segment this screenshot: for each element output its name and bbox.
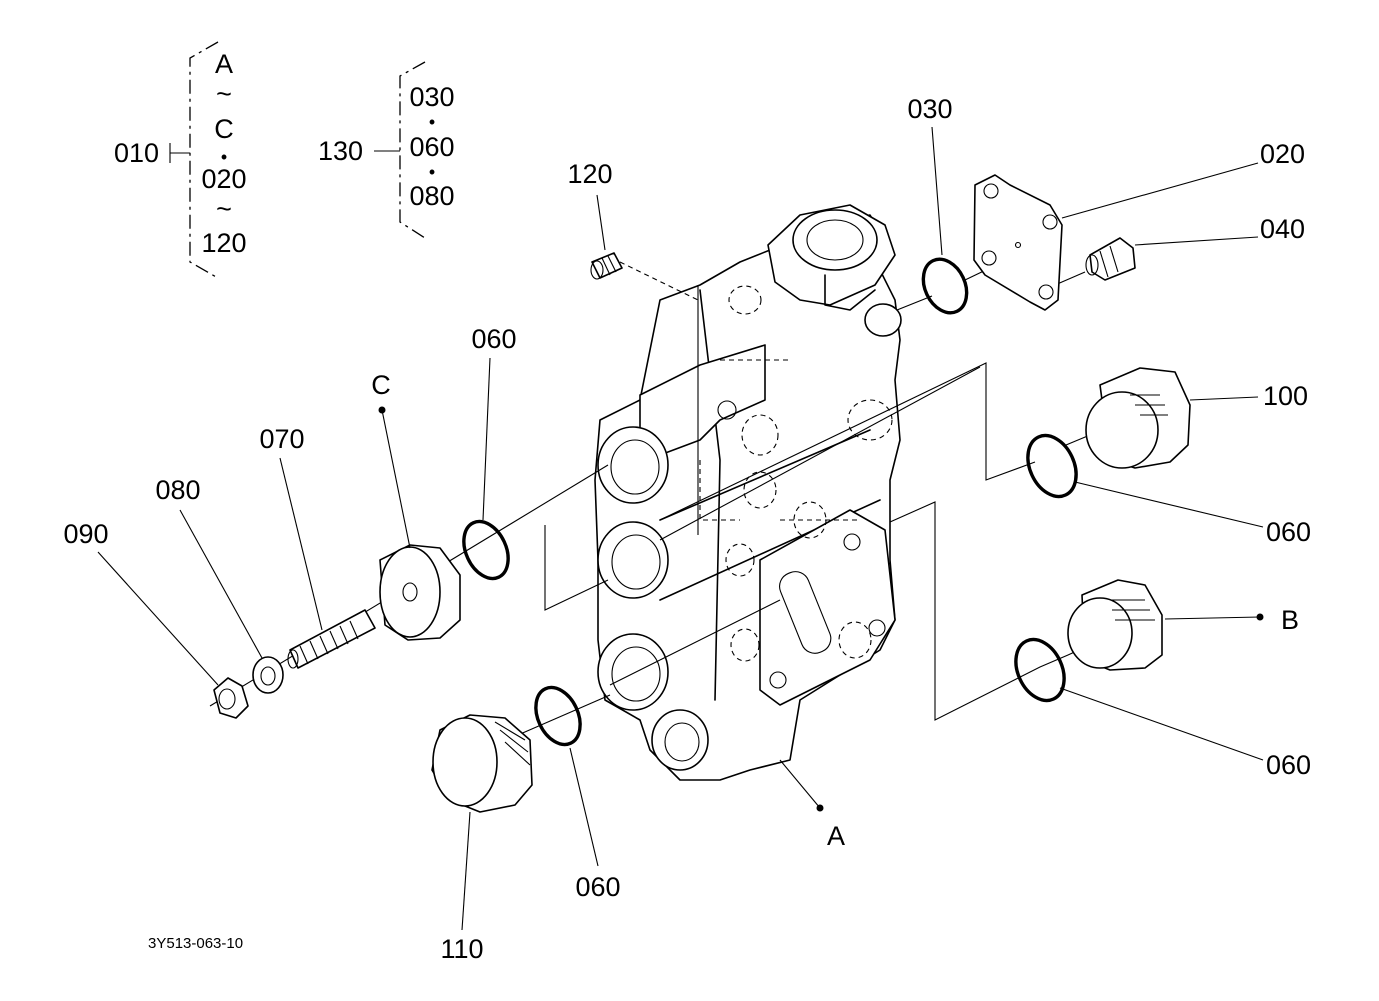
group-130-id: 130: [318, 136, 363, 166]
plug-100: [1085, 367, 1191, 469]
callout-120: 120: [567, 159, 612, 189]
leader-lines: [97, 126, 1264, 931]
port-top: [597, 426, 669, 504]
group-130-line-2: •: [429, 112, 435, 132]
o-ring-060-lower-right: [1014, 637, 1066, 703]
callout-090: 090: [63, 519, 108, 549]
group-010-id: 010: [114, 138, 159, 168]
group-010-line-7: 120: [201, 228, 246, 258]
callout-060-upper-right: 060: [1266, 517, 1311, 547]
callout-060-bottom: 060: [575, 872, 620, 902]
o-ring-030: [921, 257, 969, 315]
callout-A: A: [827, 821, 845, 851]
port-bottom: [597, 633, 669, 711]
group-010-legend: 010 A ~ C • 020 ~ 120: [114, 41, 247, 279]
hidden-passages: [699, 285, 893, 662]
callout-080: 080: [155, 475, 200, 505]
group-010-line-6: ~: [216, 194, 232, 224]
o-ring-060-left: [462, 519, 510, 581]
port-middle: [597, 521, 669, 599]
group-130-line-3: 060: [409, 132, 454, 162]
callout-030: 030: [907, 94, 952, 124]
group-130-line-1: 030: [409, 82, 454, 112]
group-010-line-5: 020: [201, 164, 246, 194]
callout-020: 020: [1260, 139, 1305, 169]
port-lower: [651, 709, 709, 771]
plug-B: [1067, 579, 1163, 671]
drawing-code: 3Y513-063-10: [148, 935, 243, 952]
callout-060-lower-right: 060: [1266, 750, 1311, 780]
callout-060-left: 060: [471, 324, 516, 354]
o-ring-060-upper-right: [1026, 433, 1078, 499]
callout-C: C: [371, 370, 391, 400]
cap-nut-C: [379, 544, 461, 641]
callout-110: 110: [440, 934, 483, 964]
cover-plate-020: [973, 174, 1063, 311]
group-010-line-4: •: [221, 147, 227, 167]
plug-120: [590, 252, 623, 280]
nut-090: [213, 677, 249, 719]
group-130-line-4: •: [429, 162, 435, 182]
callout-070: 070: [259, 424, 304, 454]
screw-070: [287, 609, 376, 669]
fitting-040: [1085, 237, 1136, 281]
group-130-line-5: 080: [409, 181, 454, 211]
plug-110: [431, 714, 533, 813]
group-130-legend: 130 030 • 060 • 080: [318, 61, 455, 239]
callout-B: B: [1281, 605, 1299, 635]
group-010-line-2: ~: [216, 79, 232, 109]
callout-100: 100: [1263, 381, 1308, 411]
group-010-line-3: C: [214, 114, 234, 144]
washer-080: [252, 656, 284, 694]
group-010-line-1: A: [215, 49, 233, 79]
callout-040: 040: [1260, 214, 1305, 244]
valve-body: [594, 204, 902, 781]
o-ring-060-bottom: [534, 685, 582, 747]
